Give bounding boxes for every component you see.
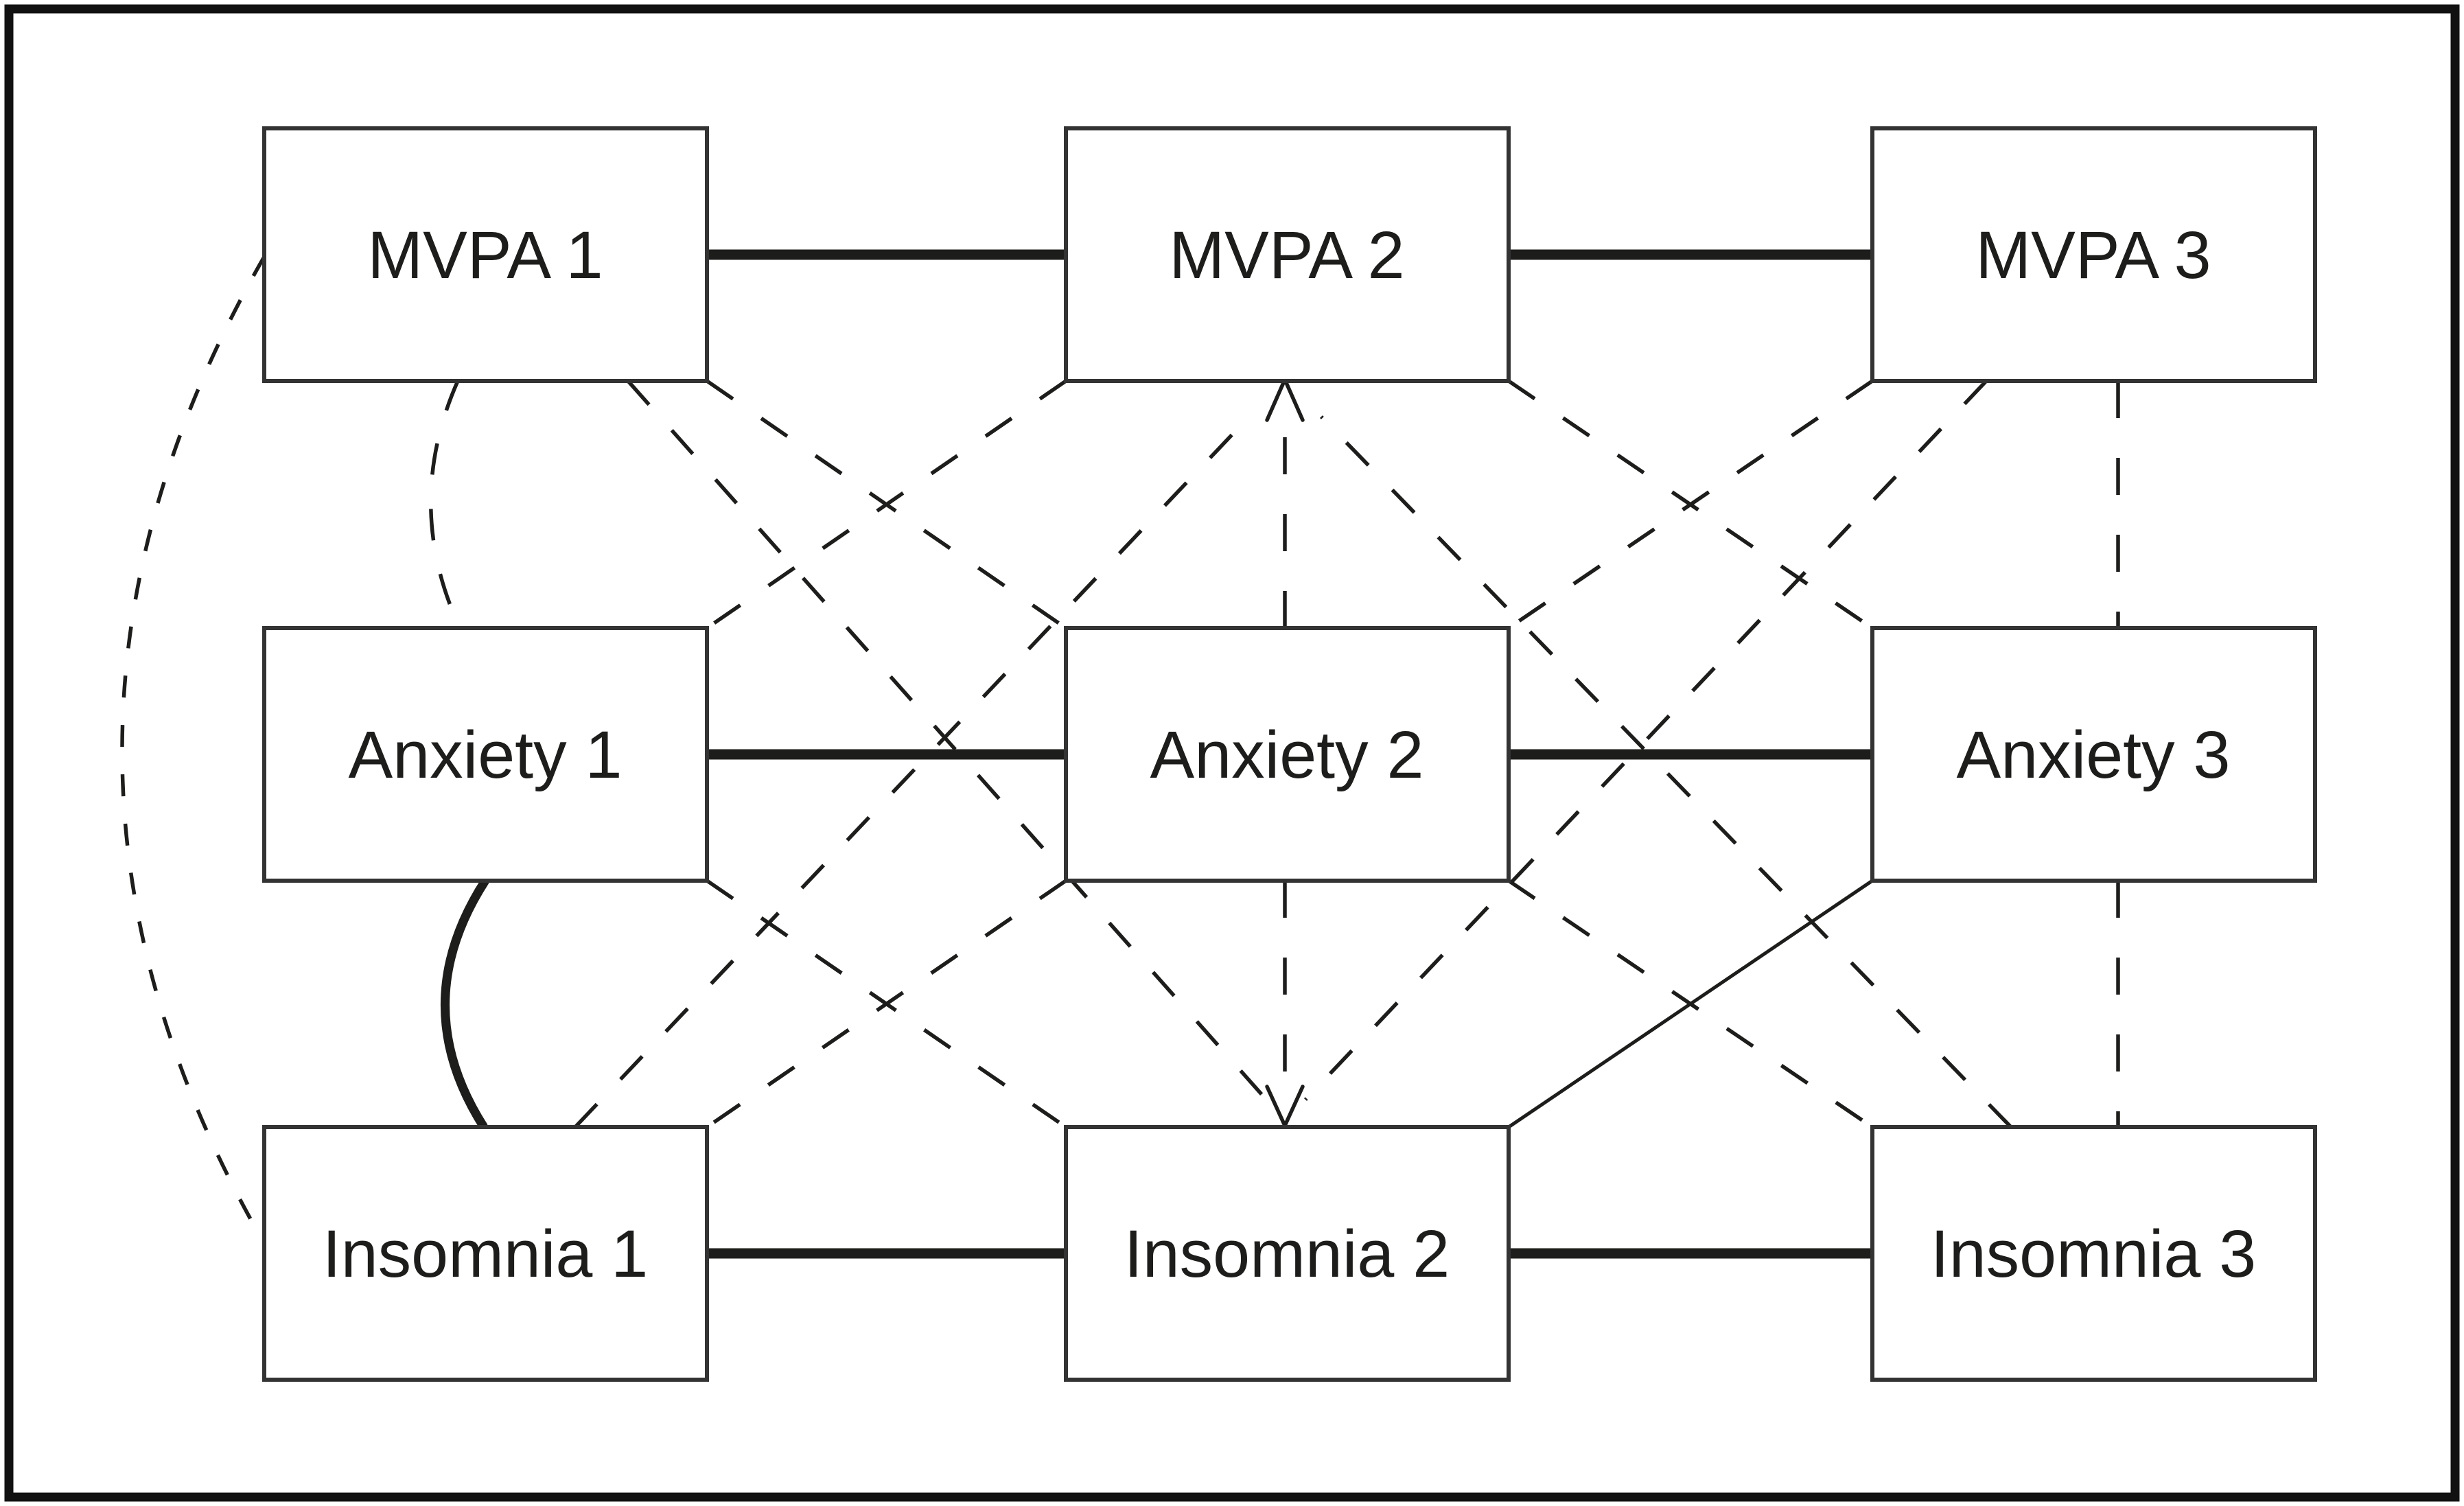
edge-insomnia2-anxiety3-solid — [1507, 879, 1874, 1129]
figure-border — [4, 4, 2460, 1502]
edge-anxiety1-insomnia1-solid-arc — [441, 878, 489, 1130]
node-box-mvpa-2 — [1064, 126, 1511, 383]
node-label-insomnia-1: Insomnia 1 — [323, 1216, 649, 1291]
edge-mvpa1-anxiety1-dashed — [429, 380, 462, 629]
node-label-insomnia-2: Insomnia 2 — [1124, 1216, 1450, 1291]
node-label-insomnia-3: Insomnia 3 — [1931, 1216, 2257, 1291]
node-box-insomnia-3 — [1870, 1125, 2317, 1382]
arrowhead-into-insomnia2 — [1265, 1085, 1305, 1131]
node-label-mvpa-2: MVPA 2 — [1169, 218, 1404, 292]
node-box-mvpa-1 — [262, 126, 709, 383]
edge-mvpa2-anxiety1-dashed — [706, 379, 1067, 630]
node-box-anxiety-2 — [1064, 626, 1511, 883]
edge-mvpa1-insomnia1-dashed-arc — [120, 255, 266, 1242]
node-box-insomnia-2 — [1064, 1125, 1511, 1382]
node-label-anxiety-1: Anxiety 1 — [349, 717, 623, 792]
node-box-anxiety-3 — [1870, 626, 2317, 883]
edge-mvpa3-anxiety2-dashed — [1507, 379, 1874, 630]
arrowhead-into-mvpa2 — [1265, 375, 1305, 422]
node-box-mvpa-3 — [1870, 126, 2317, 383]
node-label-mvpa-3: MVPA 3 — [1975, 218, 2211, 292]
edge-anxiety2-insomnia1-dashed — [706, 879, 1067, 1129]
edge-insomnia1-mvpa2-dashed — [574, 415, 1251, 1128]
node-box-insomnia-1 — [262, 1125, 709, 1382]
node-label-anxiety-2: Anxiety 2 — [1150, 717, 1424, 792]
edge-mvpa1-insomnia2-dashed — [626, 380, 1268, 1101]
node-label-mvpa-1: MVPA 1 — [367, 218, 603, 292]
node-label-anxiety-3: Anxiety 3 — [1957, 717, 2231, 792]
node-box-anxiety-1 — [262, 626, 709, 883]
